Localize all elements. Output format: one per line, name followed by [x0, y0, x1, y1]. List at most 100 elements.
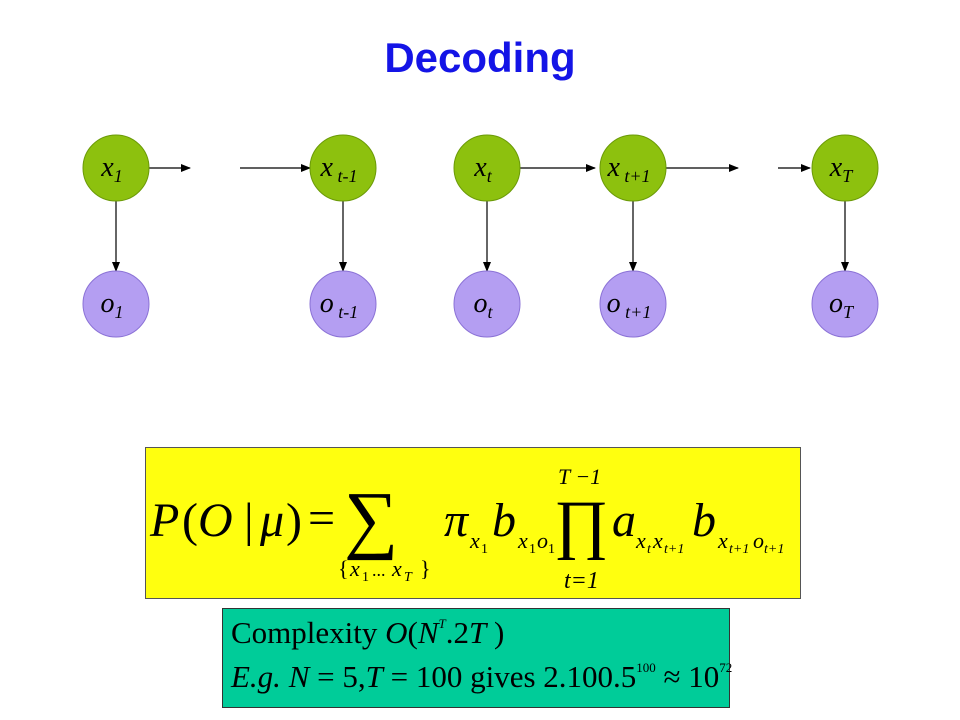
formula-b1-sub-x: x	[517, 528, 528, 553]
diagram-edges	[112, 164, 849, 272]
observation-node-4-label: o t+1	[607, 288, 652, 322]
formula-lhs-mu: μ	[259, 494, 284, 547]
formula-pi-sub: x	[469, 528, 480, 553]
hidden-node-1-label-base: x	[100, 152, 114, 183]
observation-node-2: o t-1	[309, 270, 377, 338]
hidden-node-4-label-sub: t+1	[620, 166, 651, 186]
hidden-node-2-label-base: x	[320, 152, 334, 183]
formula-sum-index-open: {	[338, 556, 349, 581]
hidden-node-3-label-sub: t	[487, 166, 493, 186]
hidden-node-4-label: x t+1	[606, 152, 650, 186]
hidden-node-3-label: xt	[473, 152, 492, 186]
complexity-T-sup: T	[438, 616, 446, 631]
observation-node-5-label: oT	[829, 288, 855, 322]
complexity-box: Complexity O(NT.2T ) E.g. N = 5,T = 100 …	[222, 608, 732, 708]
observation-node-2-label-sub: t-1	[334, 302, 359, 322]
hidden-node-1-circle	[82, 134, 150, 202]
example-T: T	[365, 659, 383, 694]
complexity-line: Complexity O(NT.2T )	[231, 615, 504, 651]
formula-prod-upper: T −1	[558, 464, 601, 489]
complexity-close: )	[486, 615, 505, 650]
observation-node-5: oT	[811, 270, 879, 338]
observation-node-3-label-base: o	[473, 288, 487, 319]
hidden-node-1-label-sub: 1	[114, 166, 123, 186]
formula-b2-sub-o: o	[753, 528, 764, 553]
formula-sum-index-x1-sub: 1	[362, 570, 369, 585]
hidden-node-5-label: xT	[829, 152, 854, 186]
hidden-node-3-circle	[453, 134, 521, 202]
hidden-node-4-circle	[599, 134, 667, 202]
observation-node-1: o1	[82, 270, 150, 338]
formula-lhs-open: (	[182, 494, 198, 547]
formula-sum-index-dots: ...	[372, 560, 386, 580]
hidden-node-2: x t-1	[309, 134, 377, 202]
example-eq1: = 5,	[309, 659, 366, 694]
hidden-node-4-label-base: x	[606, 152, 620, 183]
observation-node-5-label-sub: T	[843, 302, 855, 322]
hidden-node-5: xT	[811, 134, 879, 202]
hidden-node-3-label-base: x	[473, 152, 487, 183]
observation-node-3-label-sub: t	[487, 302, 493, 322]
formula-a: a	[612, 494, 636, 547]
observation-node-1-label-base: o	[101, 288, 115, 319]
hidden-node-5-label-base: x	[829, 152, 843, 183]
hidden-node-2-circle	[309, 134, 377, 202]
formula-sum-index-close: }	[420, 556, 431, 581]
example-N: N	[280, 659, 310, 694]
formula-b1-subsub2: 1	[548, 542, 555, 557]
formula-lhs-close: )	[286, 494, 302, 547]
formula-lhs-bar: |	[244, 494, 254, 547]
hidden-node-5-label-sub: T	[842, 166, 854, 186]
formula-sum-index-x1: x	[349, 556, 360, 581]
formula-sum-index-xT-sub: T	[404, 570, 413, 585]
hidden-node-5-circle	[811, 134, 879, 202]
formula-b2-subsub1: t+1	[729, 542, 749, 557]
formula-b1-sub-o: o	[537, 528, 548, 553]
probability-formula: P ( O | μ ) = ∑ { x 1 ... x T } π x 1 b …	[149, 464, 784, 594]
hidden-node-2-label: x t-1	[320, 152, 358, 186]
formula-b2-subsub2: t+1	[764, 542, 784, 557]
formula-b1: b	[492, 494, 516, 547]
formula-a-subsub2: t+1	[664, 542, 684, 557]
complexity-T: T	[469, 615, 487, 650]
hidden-node-4: x t+1	[599, 134, 667, 202]
complexity-N: N	[417, 615, 439, 650]
formula-pi: π	[444, 494, 470, 547]
example-sup100: 100	[636, 660, 656, 675]
observation-node-4: o t+1	[599, 270, 667, 338]
page-title: Decoding	[384, 34, 576, 81]
formula-a-sub-x1: x	[635, 528, 646, 553]
complexity-label: Complexity	[231, 615, 386, 650]
probability-formula-box: P ( O | μ ) = ∑ { x 1 ... x T } π x 1 b …	[145, 447, 801, 599]
formula-prod-symbol: ∏	[554, 488, 608, 561]
hidden-node-1-label: x1	[100, 152, 122, 186]
observation-node-4-label-base: o	[607, 288, 621, 319]
complexity-open: (	[407, 615, 418, 650]
hidden-node-3: xt	[453, 134, 521, 202]
observation-node-5-circle	[811, 270, 879, 338]
example-eq2: = 100 gives 2.100.5	[382, 659, 637, 694]
hidden-node-1: x1	[82, 134, 150, 202]
observation-node-2-circle	[309, 270, 377, 338]
formula-b1-subsub1: 1	[529, 542, 536, 557]
formula-a-subsub1: t	[647, 542, 652, 557]
formula-b2-sub-x: x	[717, 528, 728, 553]
observation-node-3: ot	[453, 270, 521, 338]
observation-node-1-label-sub: 1	[115, 302, 124, 322]
formula-sum-index-xT: x	[391, 556, 402, 581]
formula-pi-subsub: 1	[481, 542, 488, 557]
observation-node-3-circle	[453, 270, 521, 338]
complexity-O: O	[385, 615, 408, 650]
formula-a-sub-x2: x	[652, 528, 663, 553]
observation-node-2-label: o t-1	[320, 288, 359, 322]
observation-node-4-label-sub: t+1	[621, 302, 652, 322]
formula-equals: =	[308, 492, 335, 545]
formula-b2: b	[692, 494, 716, 547]
observation-node-3-label: ot	[473, 288, 493, 322]
hidden-node-2-label-sub: t-1	[333, 166, 358, 186]
complexity-dot2: .2	[445, 615, 470, 650]
observation-node-5-label-base: o	[829, 288, 843, 319]
